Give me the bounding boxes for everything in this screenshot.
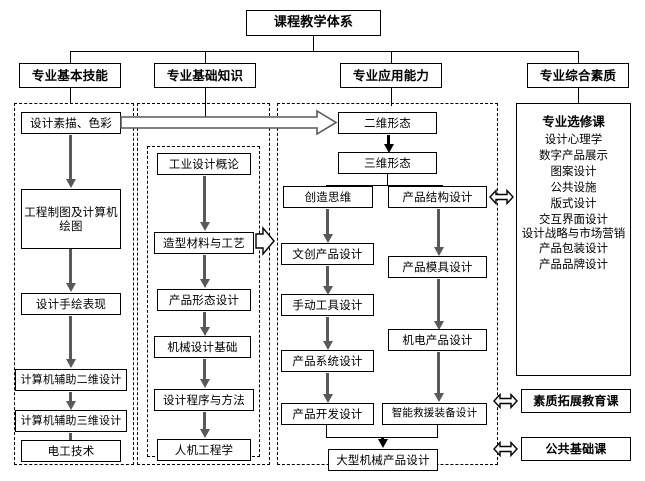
node-mechanical-design-basics: 机械设计基础 [154,336,251,358]
node-public-basic-course: 公共基础课 [521,437,631,461]
header-stem-4 [578,88,580,103]
arrow-c3-mold-to-electromech [437,279,440,322]
arrow-c3-cultural-to-handtool [326,266,329,287]
tree-drop-2 [205,51,207,64]
node-design-sketch-color: 设计素描、色彩 [21,112,121,134]
node-hand-tool-design: 手动工具设计 [281,294,374,316]
node-2d-form: 二维形态 [338,112,437,134]
group-outline-basic-skills [14,103,134,465]
header-box-basic-knowledge: 专业基础知识 [154,63,256,88]
arrow-c1-3 [69,316,72,360]
elective-item: 设计战略与市场营销 [521,226,626,241]
node-creative-thinking: 创造思维 [283,186,373,208]
arrow-c2-2 [203,255,206,280]
arrow-c3-electromech-to-rescue [437,352,440,394]
arrow-c3-1 [387,135,390,145]
arrow-c3-handtool-to-system [326,317,329,342]
node-quality-expansion-education-course: 素质拓展教育课 [521,389,631,413]
node-electromechanical-product-design: 机电产品设计 [388,329,487,351]
arrow-c1-4 [69,392,72,402]
node-hand-drawing-expression: 设计手绘表现 [21,293,121,315]
header-stem-3 [391,88,393,106]
node-cad-3d: 计算机辅助三维设计 [15,410,127,432]
diagram-title-box: 课程教学体系 [246,10,381,36]
arrow-c3-creative-to-cultural [326,209,329,235]
elective-item: 版式设计 [550,195,597,210]
c3-split-stem [387,174,389,185]
header-box-comprehensive-quality: 专业综合素质 [527,63,629,88]
header-box-basic-skills: 专业基本技能 [19,63,121,88]
header-stem-2 [205,88,207,120]
elective-item: 产品包装设计 [539,241,608,256]
merge-left-stem [326,425,328,437]
title-stem [313,36,315,52]
node-large-machinery-product-design: 大型机械产品设计 [328,449,438,471]
node-material-craft: 造型材料与工艺 [154,232,254,254]
arrow-c2-5 [203,412,206,430]
tree-bus [70,51,578,53]
header-stem-1 [70,88,72,104]
elective-item: 设计心理学 [544,132,603,147]
node-industrial-design-intro: 工业设计概论 [157,153,251,175]
electives-heading: 专业选修课 [542,114,605,129]
tree-drop-1 [70,51,72,64]
node-intelligent-rescue-equipment-design: 智能救援装备设计 [382,403,487,425]
arrow-c2-1 [203,176,206,223]
elective-item: 公共设施 [550,179,597,194]
arrow-c3-merge-down [381,437,384,440]
node-cultural-creative-product-design: 文创产品设计 [281,243,374,265]
arrow-c1-2 [69,249,72,284]
merge-right-stem [437,425,439,437]
elective-item: 交互界面设计 [539,211,608,226]
arrow-c2-3 [203,312,206,328]
node-3d-form: 三维形态 [338,152,437,174]
node-product-mold-design: 产品模具设计 [388,256,487,278]
arrow-c1-1 [69,135,72,180]
node-ergonomics: 人机工程学 [157,439,251,461]
electives-box: 专业选修课 设计心理学 数字产品展示 图案设计 公共设施 版式设计 交互界面设计… [516,103,631,376]
node-electrical-technology: 电工技术 [21,440,121,462]
arrow-c2-4 [203,359,206,380]
node-design-procedure-methods: 设计程序与方法 [154,389,254,411]
arrow-c3-system-to-development [326,373,329,395]
tree-drop-4 [578,51,580,64]
c3-split-bus [327,185,441,187]
tree-drop-3 [391,51,393,64]
header-box-application-ability: 专业应用能力 [340,63,442,88]
arrow-c1-5 [69,433,72,441]
group-outline-basic-knowledge-outer [137,103,270,465]
node-product-structure-design: 产品结构设计 [388,186,487,208]
elective-item: 图案设计 [550,163,597,178]
node-engineering-drawing-cad: 工程制图及计算机绘图 [21,189,121,249]
elective-item: 数字产品展示 [539,148,608,163]
arrow-c3-structure-to-mold [437,209,440,248]
node-product-system-design: 产品系统设计 [281,350,374,372]
node-product-form-design: 产品形态设计 [157,289,251,311]
elective-item: 产品品牌设计 [539,257,608,272]
node-product-development-design: 产品开发设计 [281,403,374,425]
node-cad-2d: 计算机辅助二维设计 [15,369,127,391]
